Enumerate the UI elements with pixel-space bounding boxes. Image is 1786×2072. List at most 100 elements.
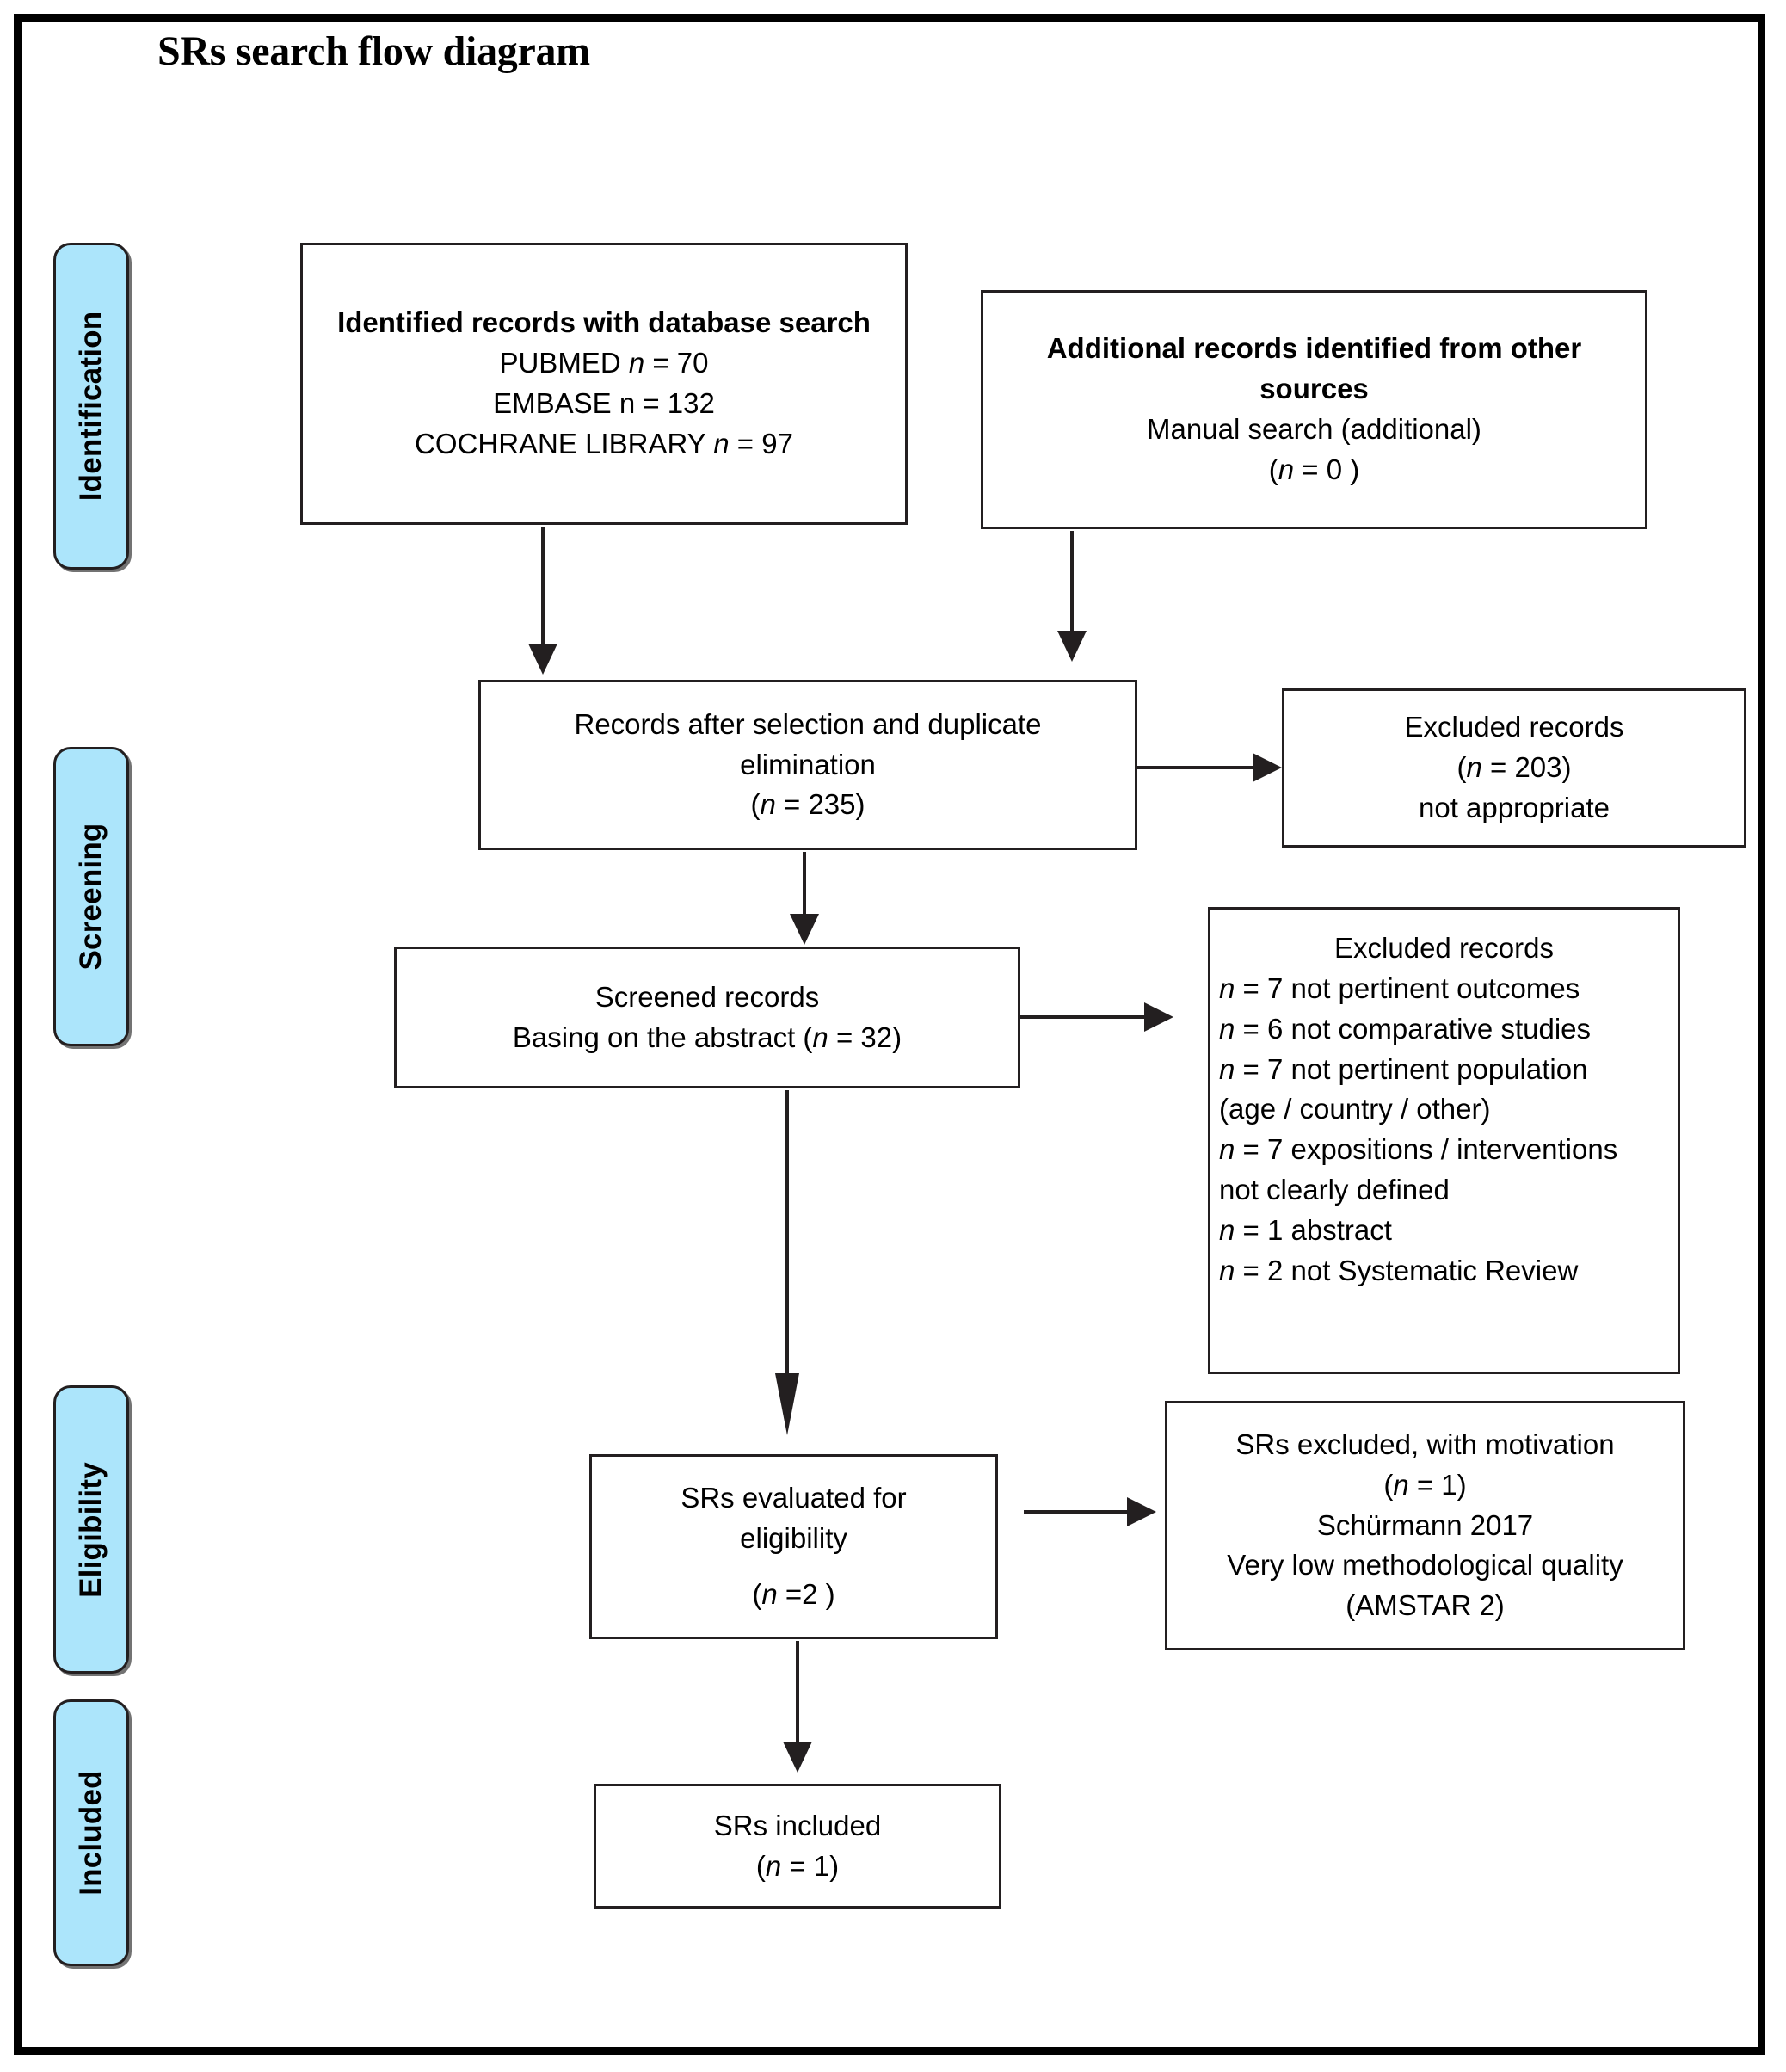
excluded-not-appropriate-count: (n = 203) — [1284, 748, 1744, 788]
screened-records-line2: Basing on the abstract (n = 32) — [397, 1018, 1018, 1058]
srs-eligibility-line2: eligibility — [740, 1522, 847, 1555]
stage-tab-screening-label: Screening — [74, 823, 108, 971]
count-value: = 235) — [775, 788, 865, 821]
srs-excluded-quality: Very low methodological quality — [1227, 1549, 1623, 1582]
connector-dedup-to-screened-line — [803, 852, 806, 919]
reason-text: = 7 expositions / interventions — [1235, 1133, 1618, 1166]
connector-screened-to-reasons-line — [1020, 1015, 1148, 1019]
count-n-symbol: n — [1278, 453, 1295, 485]
records-after-selection-line1: Records after selection and duplicate — [574, 707, 1042, 740]
stage-tab-identification-label: Identification — [74, 311, 108, 502]
connector-eligibility-to-srsexcluded-arrow — [1127, 1497, 1156, 1526]
cochrane-count: = 97 — [729, 427, 793, 459]
reason-text: = 7 not pertinent population — [1235, 1052, 1588, 1085]
reason-text: not clearly defined — [1219, 1174, 1450, 1206]
connector-dedup-to-screened-arrow — [790, 914, 819, 945]
diagram-outer-border — [14, 14, 1765, 2055]
count-value: =2 ) — [777, 1577, 835, 1610]
connector-dedup-to-excluded-line — [1137, 766, 1258, 769]
count-open-paren: ( — [1268, 453, 1278, 485]
count-open-paren: ( — [1383, 1468, 1394, 1501]
count-value: = 1) — [781, 1849, 840, 1882]
count-n-symbol: n — [761, 1577, 778, 1610]
cochrane-n-symbol: n — [713, 427, 730, 459]
srs-excluded-count: (n = 1) — [1167, 1465, 1683, 1506]
screened-n-symbol: n — [812, 1021, 828, 1053]
count-open-paren: ( — [755, 1849, 766, 1882]
srs-included-count: (n = 1) — [596, 1847, 999, 1887]
excluded-reason-item: n = 7 expositions / interventions — [1210, 1130, 1678, 1170]
box-identified-records: Identified records with database search … — [300, 243, 908, 525]
count-open-paren: ( — [752, 1577, 762, 1610]
box-additional-records: Additional records identified from other… — [981, 290, 1647, 529]
reason-text: (age / country / other) — [1219, 1093, 1491, 1125]
box-excluded-not-appropriate: Excluded records (n = 203) not appropria… — [1282, 688, 1746, 848]
excluded-reason-item: n = 1 abstract — [1210, 1211, 1678, 1251]
screened-count: = 32) — [828, 1021, 902, 1053]
count-n-symbol: n — [760, 788, 776, 821]
connector-eligibility-to-srsexcluded-line — [1024, 1510, 1130, 1514]
count-n-symbol: n — [765, 1849, 782, 1882]
box-records-after-selection: Records after selection and duplicate el… — [478, 680, 1137, 850]
connector-screened-to-reasons-arrow — [1144, 1002, 1173, 1032]
excluded-reason-item: n = 2 not Systematic Review — [1210, 1251, 1678, 1292]
srs-included-line1: SRs included — [713, 1809, 882, 1841]
identified-records-heading: Identified records with database search — [337, 306, 871, 339]
srs-eligibility-line1: SRs evaluated for — [681, 1482, 907, 1514]
identified-records-pubmed: PUBMED n = 70 — [303, 343, 905, 384]
identified-records-embase: EMBASE n = 132 — [493, 387, 715, 419]
reason-n-symbol: n — [1219, 1052, 1235, 1085]
stage-tab-eligibility-label: Eligibility — [74, 1461, 108, 1598]
identified-records-cochrane: COCHRANE LIBRARY n = 97 — [303, 424, 905, 465]
count-n-symbol: n — [1466, 751, 1482, 784]
connector-identified-to-dedup-line — [541, 527, 545, 647]
box-srs-included: SRs included (n = 1) — [594, 1784, 1001, 1909]
connector-identified-to-dedup-arrow — [528, 644, 557, 675]
additional-records-manual-search: Manual search (additional) — [1147, 413, 1481, 445]
reason-text: = 1 abstract — [1235, 1214, 1392, 1247]
connector-dedup-to-excluded-arrow — [1253, 753, 1282, 782]
excluded-reason-item: n = 7 not pertinent outcomes — [1210, 969, 1678, 1009]
stage-tab-screening[interactable]: Screening — [53, 747, 129, 1046]
box-screened-records: Screened records Basing on the abstract … — [394, 947, 1020, 1088]
reason-text: = 2 not Systematic Review — [1235, 1254, 1579, 1286]
additional-records-count: (n = 0 ) — [983, 450, 1645, 490]
additional-records-heading-line1: Additional records identified from other — [1046, 332, 1582, 365]
stage-tab-eligibility[interactable]: Eligibility — [53, 1385, 129, 1674]
excluded-reason-item: n = 6 not comparative studies — [1210, 1009, 1678, 1050]
records-after-selection-count: (n = 235) — [481, 785, 1135, 825]
reason-n-symbol: n — [1219, 1012, 1235, 1045]
screened-records-line1: Screened records — [594, 980, 820, 1013]
connector-eligibility-to-included-line — [796, 1641, 799, 1746]
reason-n-symbol: n — [1219, 971, 1235, 1004]
excluded-reason-item: (age / country / other) — [1210, 1089, 1678, 1130]
count-value: = 1) — [1408, 1468, 1467, 1501]
connector-screened-to-eligibility-line — [785, 1090, 789, 1378]
additional-records-heading-line2: sources — [1259, 373, 1369, 405]
records-after-selection-line2: elimination — [740, 748, 876, 780]
count-open-paren: ( — [1457, 751, 1467, 784]
box-srs-excluded-motivation: SRs excluded, with motivation (n = 1) Sc… — [1165, 1401, 1685, 1650]
connector-eligibility-to-included-arrow — [783, 1742, 812, 1773]
connector-screened-to-eligibility-arrow — [775, 1373, 799, 1435]
stage-tab-identification[interactable]: Identification — [53, 243, 129, 570]
screened-records-prefix: Basing on the abstract ( — [512, 1021, 813, 1053]
reason-n-symbol: n — [1219, 1254, 1235, 1286]
excluded-not-appropriate-line3: not appropriate — [1419, 791, 1610, 823]
count-value: = 0 ) — [1294, 453, 1360, 485]
srs-excluded-reference: Schürmann 2017 — [1316, 1508, 1534, 1541]
excluded-reason-item: not clearly defined — [1210, 1170, 1678, 1211]
excluded-reason-item: n = 7 not pertinent population — [1210, 1050, 1678, 1090]
srs-excluded-amstar: (AMSTAR 2) — [1346, 1589, 1505, 1622]
pubmed-n-symbol: n — [628, 347, 645, 379]
pubmed-label: PUBMED — [499, 347, 621, 379]
srs-excluded-line1: SRs excluded, with motivation — [1235, 1428, 1615, 1460]
connector-additional-to-dedup-arrow — [1057, 631, 1087, 662]
connector-additional-to-dedup-line — [1070, 531, 1074, 634]
count-value: = 203) — [1481, 751, 1572, 784]
reason-text: = 7 not pertinent outcomes — [1235, 971, 1580, 1004]
reason-n-symbol: n — [1219, 1214, 1235, 1247]
box-excluded-records-reasons: Excluded records n = 7 not pertinent out… — [1208, 907, 1680, 1374]
stage-tab-included[interactable]: Included — [53, 1699, 129, 1966]
